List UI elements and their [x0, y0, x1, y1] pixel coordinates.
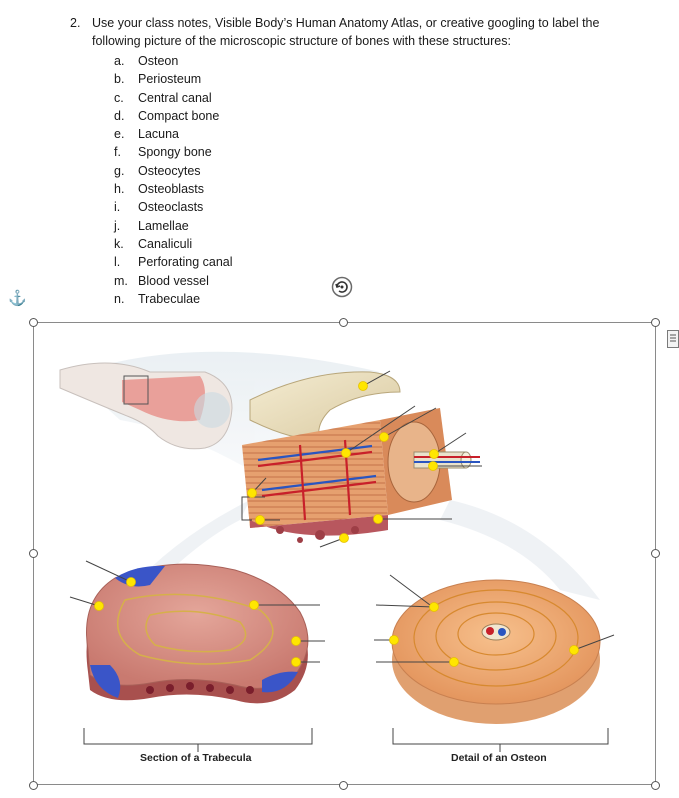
- label-dot: [429, 602, 439, 612]
- resize-handle-bottom[interactable]: [339, 781, 348, 790]
- label-dot: [449, 657, 459, 667]
- label-dot: [249, 600, 259, 610]
- list-item: b.Periosteum: [114, 72, 202, 87]
- image-selection-frame[interactable]: [33, 322, 656, 785]
- compact-bone-block: [242, 408, 480, 543]
- label-dot: [291, 636, 301, 646]
- list-item: c.Central canal: [114, 90, 212, 105]
- resize-handle-left[interactable]: [29, 549, 38, 558]
- resize-handle-bottom-left[interactable]: [29, 781, 38, 790]
- list-item: k.Canaliculi: [114, 236, 193, 251]
- question-number: 2.: [70, 16, 81, 30]
- osteon-detail: [391, 579, 601, 724]
- label-dot: [94, 601, 104, 611]
- anchor-icon[interactable]: ⚓: [8, 290, 27, 307]
- label-dot: [247, 488, 257, 498]
- label-dot: [373, 514, 383, 524]
- resize-handle-top-right[interactable]: [651, 318, 660, 327]
- list-item: n.Trabeculae: [114, 291, 201, 306]
- list-item: l.Perforating canal: [114, 255, 233, 270]
- label-dot: [291, 657, 301, 667]
- label-dot: [341, 448, 351, 458]
- list-item: a.Osteon: [114, 54, 179, 68]
- question-block: 2. Use your class notes, Visible Body’s …: [70, 14, 650, 50]
- list-item: h.Osteoblasts: [114, 182, 205, 197]
- list-item: j.Lamellae: [114, 218, 189, 233]
- list-item: f.Spongy bone: [114, 145, 212, 160]
- label-dot: [429, 449, 439, 459]
- list-item: g.Osteocytes: [114, 163, 201, 178]
- label-dot: [358, 381, 368, 391]
- caption-trabecula: Section of a Trabecula: [140, 752, 252, 764]
- resize-handle-top-left[interactable]: [29, 318, 38, 327]
- structure-list: a.Osteon b.Periosteum c.Central canal d.…: [114, 52, 233, 308]
- label-dot: [255, 515, 265, 525]
- label-dot: [389, 635, 399, 645]
- label-dot: [569, 645, 579, 655]
- label-dot: [428, 461, 438, 471]
- rotate-handle-icon[interactable]: [331, 276, 353, 298]
- resize-handle-bottom-right[interactable]: [651, 781, 660, 790]
- list-item: i.Osteoclasts: [114, 200, 204, 215]
- list-item: d.Compact bone: [114, 108, 220, 123]
- resize-handle-right[interactable]: [651, 549, 660, 558]
- label-dot: [339, 533, 349, 543]
- caption-osteon: Detail of an Osteon: [451, 752, 547, 764]
- question-text: Use your class notes, Visible Body’s Hum…: [92, 16, 600, 48]
- resize-handle-top[interactable]: [339, 318, 348, 327]
- femur-head: [59, 362, 233, 450]
- list-item: e.Lacuna: [114, 127, 180, 142]
- label-dots: [94, 381, 579, 667]
- list-item: m.Blood vessel: [114, 273, 209, 288]
- label-dot: [126, 577, 136, 587]
- layout-options-icon[interactable]: [667, 330, 679, 348]
- label-dot: [379, 432, 389, 442]
